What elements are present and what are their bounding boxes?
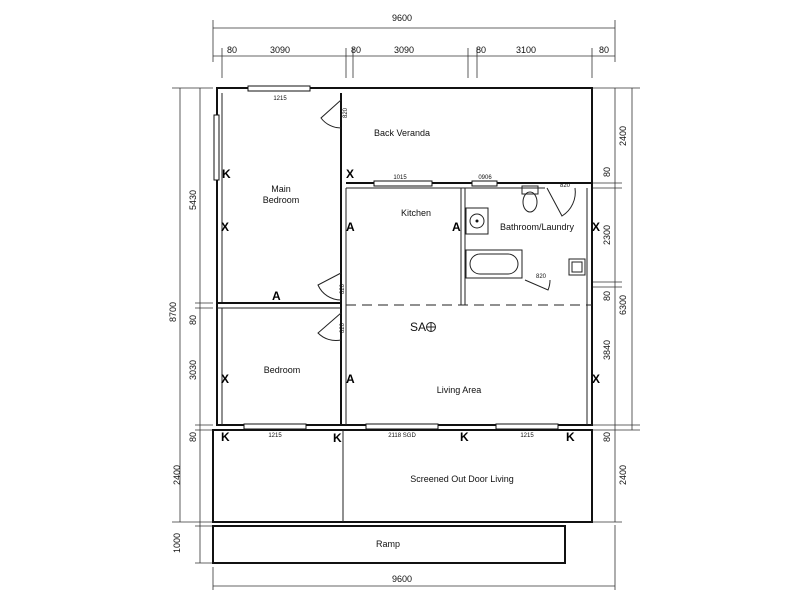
basin xyxy=(465,207,489,235)
d-bed2-label: 820 xyxy=(340,322,346,333)
window-main-bedroom-side xyxy=(213,114,220,181)
left-seg-3: 3030 xyxy=(188,360,198,380)
left-seg-5: 2400 xyxy=(172,465,182,485)
w-kitchen-label: 1015 xyxy=(393,175,407,181)
marker-x: X xyxy=(346,167,354,181)
ramp xyxy=(212,525,566,564)
marker-a: A xyxy=(272,289,281,303)
door-swing-bathroom xyxy=(546,187,576,217)
window-sgd xyxy=(365,423,439,430)
left-seg-2: 80 xyxy=(188,315,198,325)
w-bath-label: 0906 xyxy=(478,175,492,181)
right-seg-7: 80 xyxy=(602,432,612,442)
left-seg-6: 1000 xyxy=(172,533,182,553)
sgd-label: 2118 SGD xyxy=(388,433,416,439)
top-seg-4: 3090 xyxy=(394,45,414,55)
top-dimensions: 9600 80 3090 80 3090 80 3100 80 xyxy=(212,13,616,78)
door-swing-main-bedroom-lower xyxy=(317,272,342,301)
door-swing-bathroom-lower xyxy=(524,279,551,291)
top-seg-2: 3090 xyxy=(270,45,290,55)
window-living xyxy=(495,423,559,430)
room-kitchen: Kitchen xyxy=(401,208,431,218)
room-main-bedroom-line2: Bedroom xyxy=(263,195,300,205)
marker-a: A xyxy=(452,220,461,234)
top-seg-1: 80 xyxy=(227,45,237,55)
marker-k: K xyxy=(460,430,469,444)
w-living-label: 1215 xyxy=(520,433,534,439)
exterior-areas xyxy=(212,429,593,564)
d-bath-label: 820 xyxy=(560,183,571,189)
windows xyxy=(213,85,559,430)
doors xyxy=(317,99,576,341)
left-dimensions: 8700 5430 80 3030 80 2400 1000 xyxy=(168,87,213,564)
marker-a: A xyxy=(346,220,355,234)
room-ramp: Ramp xyxy=(376,539,400,549)
marker-k: K xyxy=(221,430,230,444)
marker-k: K xyxy=(333,431,342,445)
bottom-dimensions: 9600 xyxy=(212,525,616,590)
room-living: Living Area xyxy=(437,385,482,395)
top-seg-6: 3100 xyxy=(516,45,536,55)
left-seg-1: 5430 xyxy=(188,190,198,210)
markers: K X X A A X A X A X K K K K xyxy=(221,167,600,445)
marker-k: K xyxy=(566,430,575,444)
right-seg-2: 80 xyxy=(602,167,612,177)
smoke-alarm-icon xyxy=(426,322,436,332)
bathtub xyxy=(465,249,523,279)
d-bed-veranda-label: 820 xyxy=(343,107,349,118)
room-main-bedroom-line1: Main xyxy=(271,184,291,194)
door-swing-bedroom xyxy=(317,312,342,341)
left-total-dim: 8700 xyxy=(168,302,178,322)
w-bed2-label: 1215 xyxy=(268,433,282,439)
room-screened: Screened Out Door Living xyxy=(410,474,514,484)
marker-x: X xyxy=(221,220,229,234)
room-bedroom: Bedroom xyxy=(264,365,301,375)
marker-x: X xyxy=(592,220,600,234)
d-bath2-label: 820 xyxy=(536,274,547,280)
left-seg-4: 80 xyxy=(188,432,198,442)
top-seg-7: 80 xyxy=(599,45,609,55)
bottom-total-dim: 9600 xyxy=(392,574,412,584)
marker-x: X xyxy=(592,372,600,386)
top-seg-3: 80 xyxy=(351,45,361,55)
d-bed-main-label: 820 xyxy=(340,283,346,294)
door-swing-main-bedroom xyxy=(320,99,342,129)
right-dimensions: 2400 80 2300 80 6300 3840 80 2400 xyxy=(592,87,640,523)
right-seg-8: 2400 xyxy=(618,465,628,485)
right-seg-4: 80 xyxy=(602,291,612,301)
right-seg-5: 6300 xyxy=(618,295,628,315)
marker-k: K xyxy=(222,167,231,181)
screened-area xyxy=(212,429,593,523)
right-seg-1: 2400 xyxy=(618,126,628,146)
room-labels: Back Veranda Main Bedroom Kitchen Bathro… xyxy=(263,128,575,549)
window-kitchen xyxy=(373,180,433,187)
window-bedroom xyxy=(243,423,307,430)
top-total-dim: 9600 xyxy=(392,13,412,23)
laundry-trough xyxy=(568,258,586,276)
room-back-veranda: Back Veranda xyxy=(374,128,430,138)
w-bed-top-label: 1215 xyxy=(273,96,287,102)
right-seg-3: 2300 xyxy=(602,225,612,245)
top-seg-5: 80 xyxy=(476,45,486,55)
fixtures xyxy=(465,185,586,279)
right-seg-6: 3840 xyxy=(602,340,612,360)
marker-a: A xyxy=(346,372,355,386)
marker-x: X xyxy=(221,372,229,386)
opening-labels: 1215 820 1015 0906 820 820 820 820 1215 … xyxy=(268,96,570,439)
toilet xyxy=(521,185,539,195)
window-main-bedroom xyxy=(247,85,311,92)
room-bathroom: Bathroom/Laundry xyxy=(500,222,575,232)
building-walls xyxy=(216,87,593,431)
room-sa: SA xyxy=(410,320,426,334)
window-bathroom xyxy=(471,180,498,187)
